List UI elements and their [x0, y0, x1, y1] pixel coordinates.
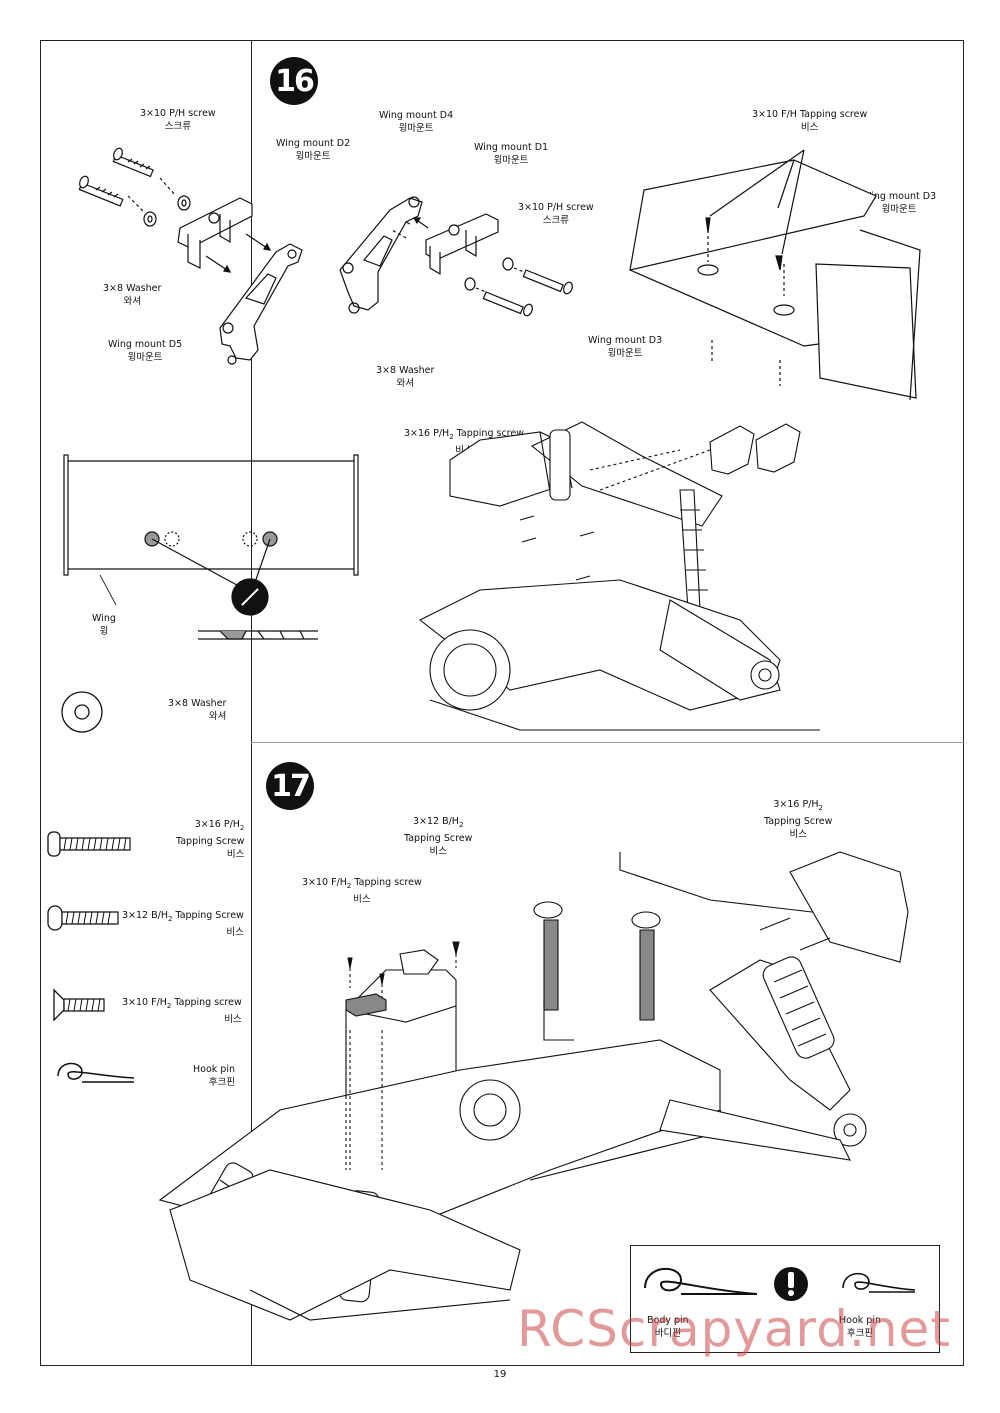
step-divider — [251, 742, 964, 743]
legend-washer-label: 3×8 Washer 와셔 — [168, 698, 227, 722]
tapping-screw-16-icon — [48, 830, 134, 858]
label-wing-mount-d3-a: Wing mount D3 윙마운트 — [862, 191, 937, 215]
page-frame — [40, 40, 964, 1366]
body-pin-note-box: Body pin 바디핀 Hook pin 후크핀 — [630, 1245, 940, 1353]
step16-middle-parts-drawing — [330, 180, 590, 350]
legend-tap12-label: 3×12 B/H2 Tapping Screw 비스 — [122, 910, 244, 938]
label-tap12-a: 3×12 B/H2 Tapping Screw 비스 — [404, 816, 473, 857]
label-washer-a: 3×8 Washer 와셔 — [103, 283, 162, 307]
hook-pin-legend-icon — [54, 1058, 138, 1088]
label-wing-mount-d5: Wing mount D5 윙마운트 — [108, 339, 183, 363]
legend-fh10-label: 3×10 F/H2 Tapping screw 비스 — [122, 997, 242, 1025]
label-wing-mount-d2: Wing mount D2 윙마운트 — [276, 138, 351, 162]
label-tap16-a: 3×16 P/H2 Tapping Screw 비스 — [764, 799, 833, 840]
warning-icon — [774, 1267, 808, 1301]
washer-icon — [60, 690, 104, 734]
label-fh10: 3×10 F/H2 Tapping screw 비스 — [302, 877, 422, 905]
tapping-screw-12-icon — [48, 904, 122, 932]
step-17-number: 17 — [266, 762, 314, 810]
step-16-number: 16 — [270, 57, 318, 105]
hook-pin-note-label: Hook pin 후크핀 — [839, 1315, 881, 1339]
hook-pin-icon — [842, 1272, 916, 1293]
step17-chassis-drawing — [150, 850, 920, 1340]
wing-top-view-drawing — [58, 455, 368, 655]
legend-hook-pin-label: Hook pin 후크핀 — [193, 1064, 235, 1088]
label-wing: Wing 윙 — [92, 613, 116, 637]
label-ph-screw-a: 3×10 P/H screw 스크류 — [140, 108, 216, 132]
watermark: RCScrapyard.net — [517, 1300, 951, 1358]
label-wing-mount-d3-b: Wing mount D3 윙마운트 — [588, 335, 663, 359]
flat-head-screw-icon — [52, 988, 108, 1022]
body-pin-label: Body pin 바디핀 — [647, 1315, 689, 1339]
label-wing-mount-d1: Wing mount D1 윙마운트 — [474, 142, 549, 166]
column-divider — [251, 40, 252, 1366]
label-washer-b: 3×8 Washer 와셔 — [376, 365, 435, 389]
page-number: 19 — [493, 1369, 507, 1380]
step16-wing-assembly-drawing — [620, 140, 930, 420]
label-ph-screw-b: 3×10 P/H screw 스크류 — [518, 202, 594, 226]
step16-left-parts-drawing — [70, 140, 310, 380]
label-fh-tapping: 3×10 F/H Tapping screw 비스 — [752, 109, 868, 133]
label-wing-mount-d4: Wing mount D4 윙마운트 — [379, 110, 454, 134]
step16-chassis-drawing — [410, 370, 840, 740]
legend-tap16-label: 3×16 P/H2 Tapping Screw 비스 — [176, 819, 245, 860]
body-pin-icon — [644, 1267, 758, 1295]
